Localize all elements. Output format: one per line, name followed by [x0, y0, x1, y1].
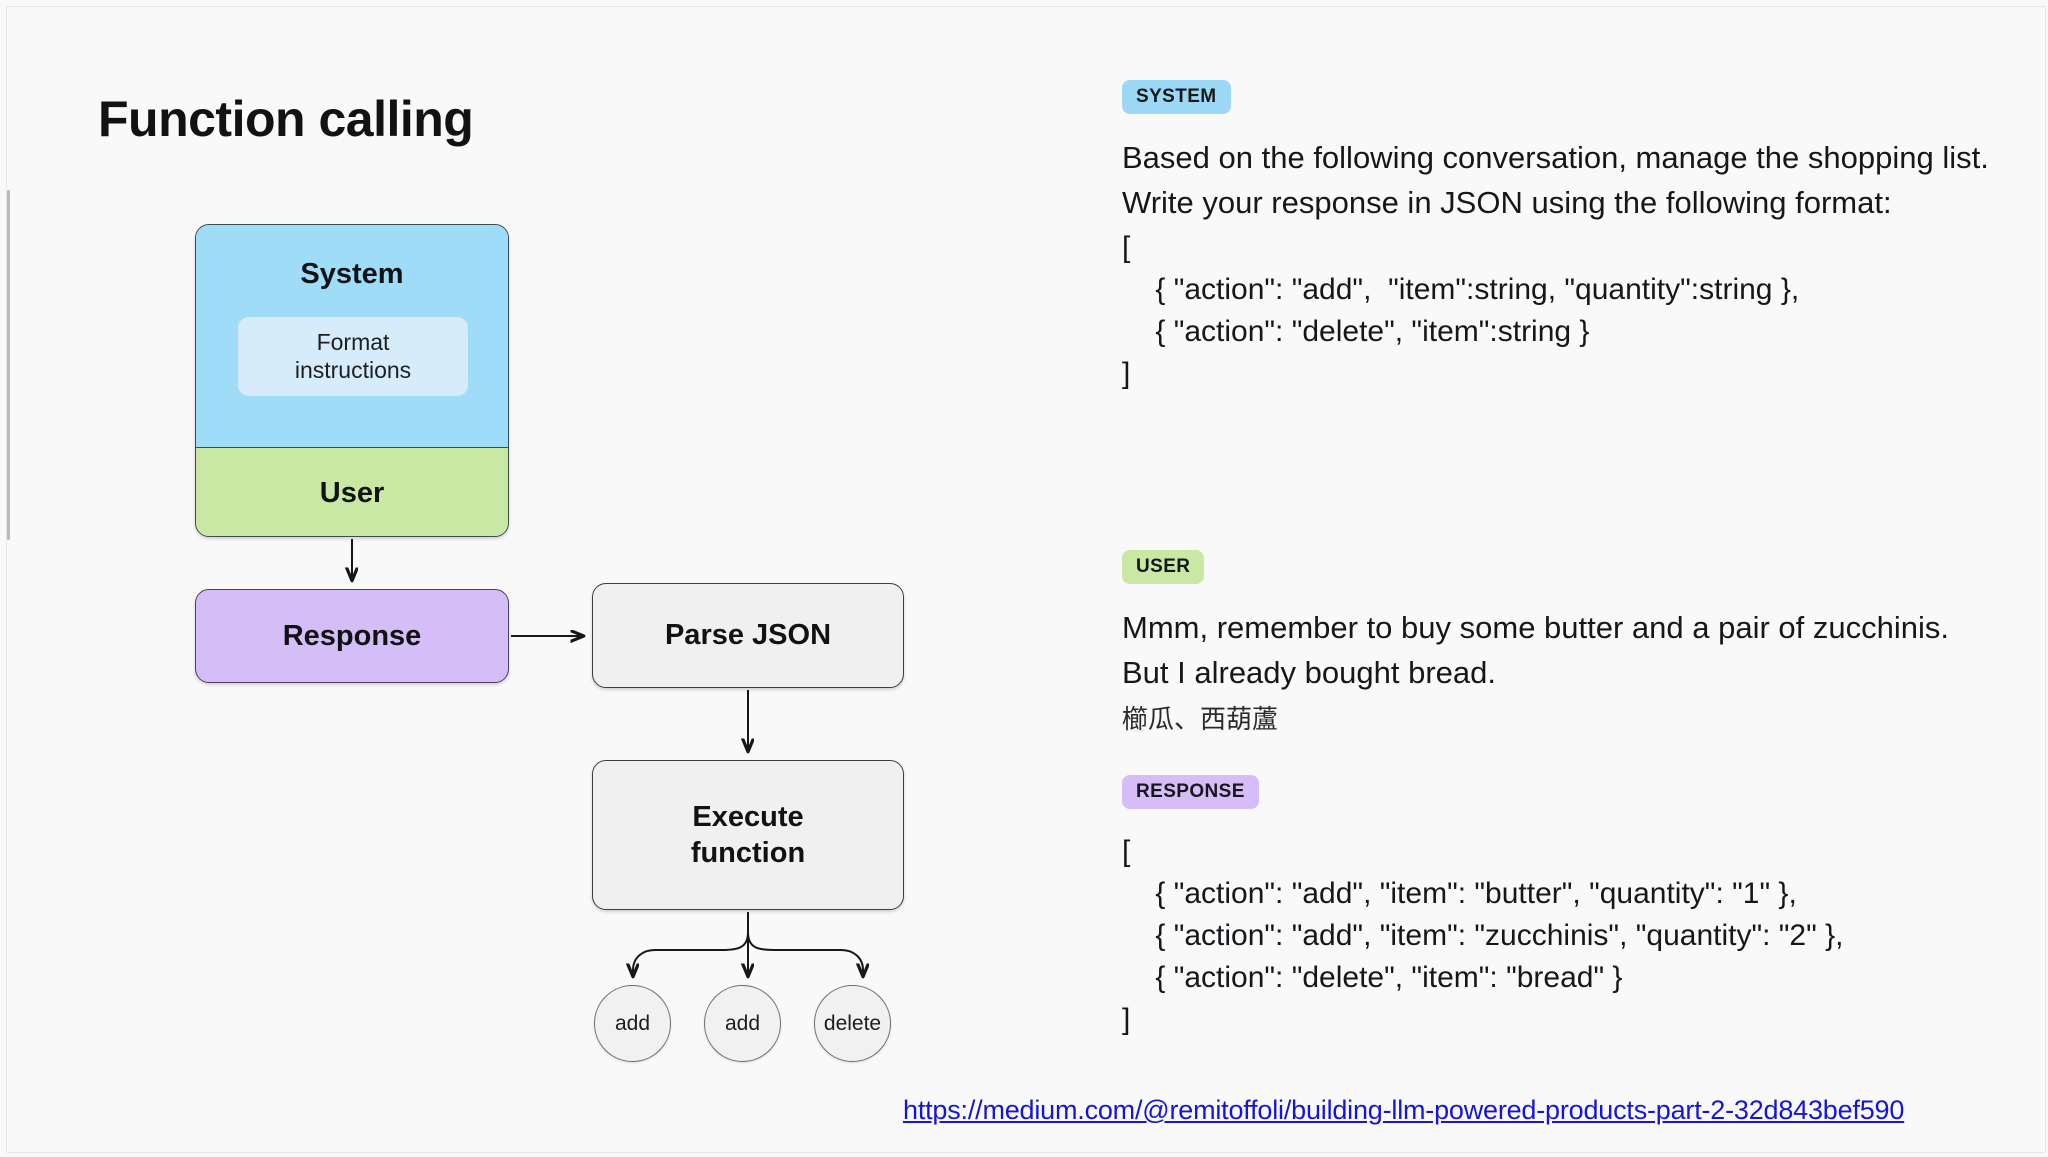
transcript-block-response: RESPONSE [ { "action": "add", "item": "b…: [1122, 775, 2022, 1041]
scrollbar-thumb[interactable]: [7, 190, 10, 540]
page-title: Function calling: [98, 91, 474, 147]
user-message-annotation: 櫛瓜、西葫蘆: [1122, 704, 1279, 735]
node-system-label: System: [300, 258, 404, 290]
system-message-code: [ { "action": "add", "item":string, "qua…: [1122, 231, 1800, 391]
status-badge-user: USER: [1122, 550, 1205, 584]
node-execute-function-label: Execute function: [690, 800, 806, 869]
leaf-node-add-2[interactable]: add: [704, 985, 781, 1062]
node-format-instructions-label: Format instructions: [294, 329, 412, 383]
leaf-node-delete-label: delete: [823, 1011, 882, 1035]
node-system[interactable]: System Format instructions: [196, 225, 508, 447]
node-response[interactable]: Response: [195, 589, 509, 683]
status-badge-response: RESPONSE: [1122, 775, 1259, 809]
response-message-code: [ { "action": "add", "item": "butter", "…: [1122, 835, 1844, 1036]
user-message-text: Mmm, remember to buy some butter and a p…: [1122, 610, 1949, 690]
system-message-text: Based on the following conversation, man…: [1122, 140, 1989, 220]
leaf-node-add-2-label: add: [724, 1011, 761, 1035]
flow-diagram: System Format instructions User Response…: [0, 224, 1100, 1157]
diagram-connectors: [0, 539, 1100, 1157]
source-url-link[interactable]: https://medium.com/@remitoffoli/building…: [903, 1095, 1905, 1125]
node-response-label: Response: [282, 619, 422, 652]
transcript-block-user: USER Mmm, remember to buy some butter an…: [1122, 550, 2002, 738]
leaf-node-add-1-label: add: [614, 1011, 651, 1035]
node-format-instructions[interactable]: Format instructions: [238, 317, 468, 396]
leaf-node-add-1[interactable]: add: [594, 985, 671, 1062]
node-user[interactable]: User: [196, 447, 508, 536]
node-parse-json-label: Parse JSON: [664, 619, 832, 651]
transcript-block-system: SYSTEM Based on the following conversati…: [1122, 80, 2002, 395]
node-execute-function[interactable]: Execute function: [592, 760, 904, 910]
leaf-node-delete[interactable]: delete: [814, 985, 891, 1062]
node-parse-json[interactable]: Parse JSON: [592, 583, 904, 688]
node-user-label: User: [319, 476, 385, 509]
node-system-user-card[interactable]: System Format instructions User: [195, 224, 509, 537]
status-badge-system: SYSTEM: [1122, 80, 1231, 114]
